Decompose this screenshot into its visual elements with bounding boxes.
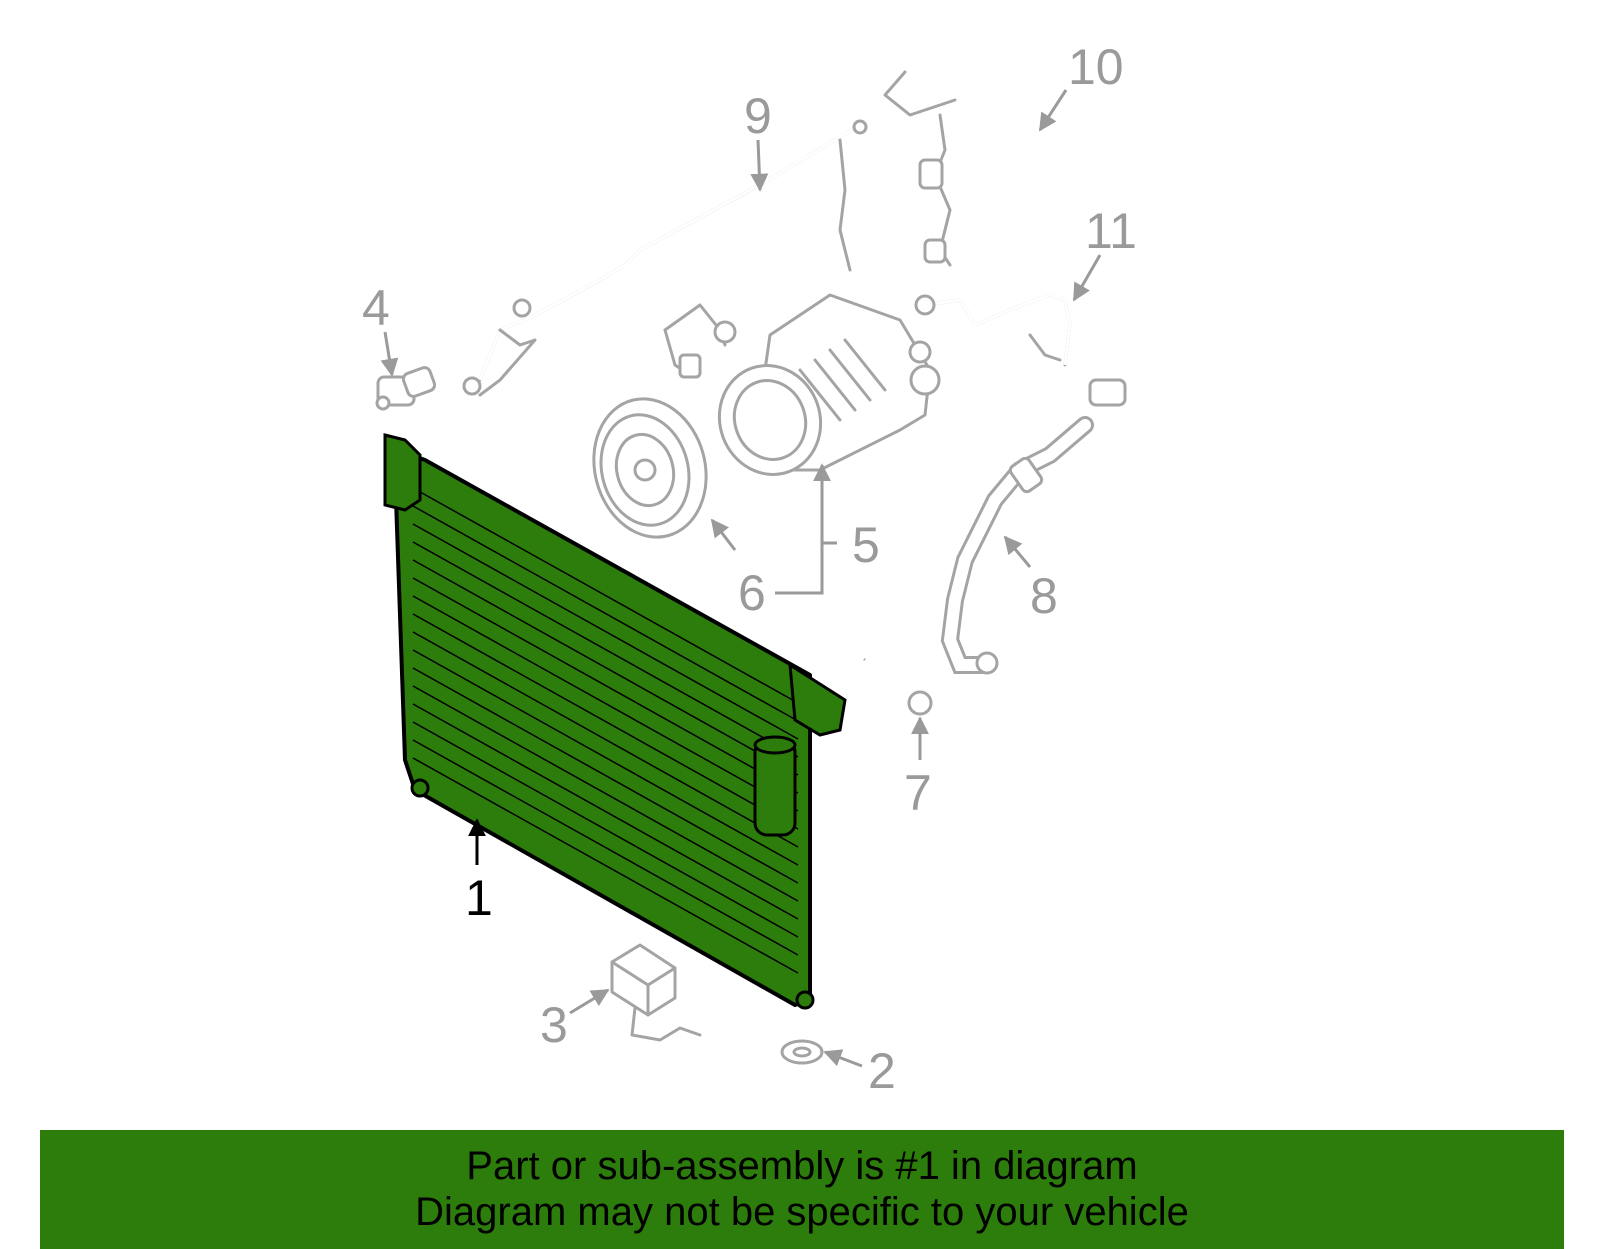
part-6-clutch[interactable]	[579, 303, 737, 550]
parts-diagram: 10 9 11 4 5 6 8 7 1 3 2	[362, 39, 1219, 1099]
banner-line-2: Diagram may not be specific to your vehi…	[415, 1190, 1189, 1234]
callout-5[interactable]: 5	[852, 517, 880, 573]
callout-7[interactable]: 7	[904, 765, 932, 821]
callout-9[interactable]: 9	[744, 88, 772, 144]
leader-lines	[380, 89, 1102, 1068]
callout-6[interactable]: 6	[738, 565, 766, 621]
part-10-hose[interactable]	[883, 64, 1219, 407]
callout-8[interactable]: 8	[1030, 568, 1058, 624]
part-7-bolt[interactable]	[863, 658, 933, 716]
banner-line-1: Part or sub-assembly is #1 in diagram	[466, 1144, 1138, 1188]
part-8-hose[interactable]	[940, 416, 1094, 675]
part-5-compressor[interactable]	[704, 293, 941, 489]
callout-4[interactable]: 4	[362, 280, 390, 336]
callout-2[interactable]: 2	[868, 1043, 896, 1099]
callout-11[interactable]: 11	[1085, 203, 1137, 259]
part-4-switch[interactable]	[375, 366, 437, 411]
part-9-pipe[interactable]	[462, 119, 868, 397]
part-3-sensor[interactable]	[610, 943, 702, 1042]
info-banner: Part or sub-assembly is #1 in diagram Di…	[40, 1130, 1564, 1249]
part-1-condenser[interactable]	[383, 433, 847, 1010]
condenser-fins	[412, 487, 799, 974]
part-11-tube[interactable]	[914, 293, 1072, 367]
callout-1[interactable]: 1	[465, 870, 493, 926]
part-2-washer[interactable]	[780, 1039, 824, 1065]
callout-10[interactable]: 10	[1068, 39, 1124, 95]
callout-3[interactable]: 3	[540, 997, 568, 1053]
